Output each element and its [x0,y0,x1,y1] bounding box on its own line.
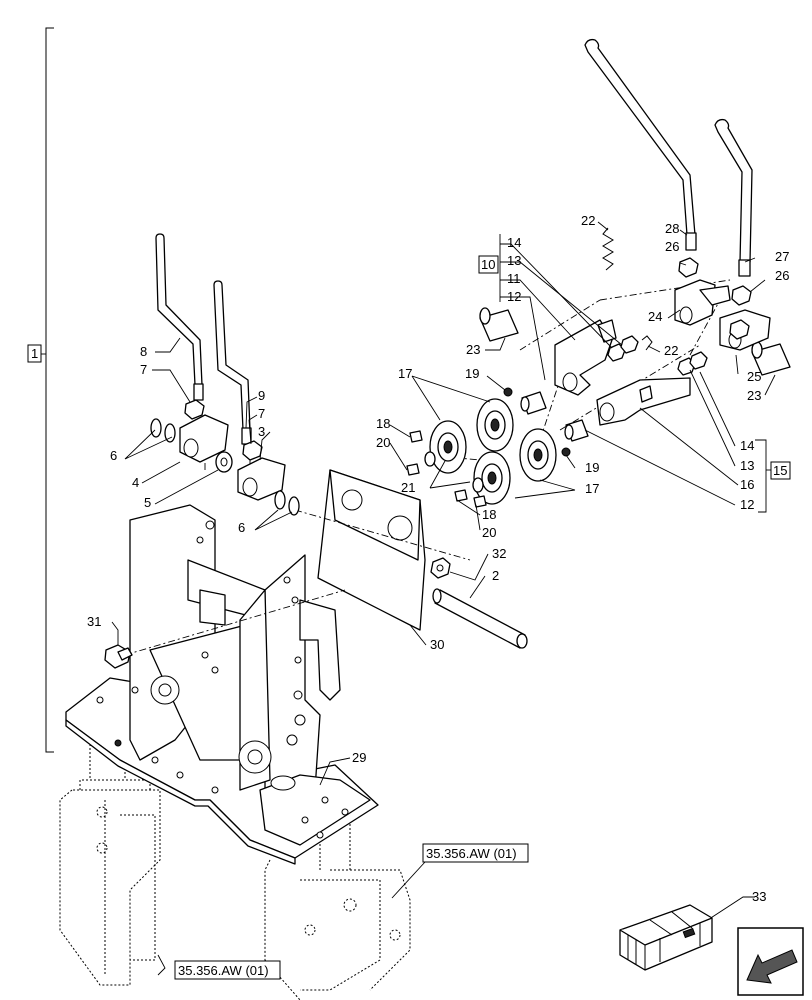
kit-box-icon [619,904,713,971]
callout-1[interactable]: 1 [31,346,38,361]
nut [430,557,451,579]
reference-label-left[interactable]: 35.356.AW (01) [178,963,269,978]
left-lever-9 [213,280,252,445]
callout-7-left[interactable]: 7 [140,362,147,377]
callout-6-right[interactable]: 6 [238,520,245,535]
callout-26-right[interactable]: 26 [775,268,789,283]
right-lever-27 [714,118,753,277]
assembly-bracket-1: 1 [27,27,54,753]
callout-8[interactable]: 8 [140,344,147,359]
callout-2[interactable]: 2 [492,568,499,583]
callout-32[interactable]: 32 [492,546,506,561]
bushings [479,307,791,442]
callout-17-bottom[interactable]: 17 [585,481,599,496]
callout-20-bottom[interactable]: 20 [482,525,496,540]
callout-25[interactable]: 25 [747,369,761,384]
callout-15[interactable]: 15 [773,463,787,478]
callout-26-left[interactable]: 26 [665,239,679,254]
callout-14-top[interactable]: 14 [507,235,521,250]
lower-support-dotted [59,740,411,1000]
callout-23-left[interactable]: 23 [466,342,480,357]
reference-left[interactable]: 35.356.AW (01) [174,960,281,980]
callout-13-bottom[interactable]: 13 [740,458,754,473]
right-lever-28 [584,38,697,251]
pivot-block-4 [179,399,229,463]
callout-6-left[interactable]: 6 [110,448,117,463]
callout-9[interactable]: 9 [258,388,265,403]
callout-29[interactable]: 29 [352,750,366,765]
callout-16[interactable]: 16 [740,477,754,492]
callout-10[interactable]: 10 [481,257,495,272]
callout-22-right[interactable]: 22 [664,343,678,358]
callout-30[interactable]: 30 [430,637,444,652]
callout-28[interactable]: 28 [665,221,679,236]
callout-labels: 8 7 9 7 3 6 4 5 6 17 19 18 20 21 18 20 1… [87,213,789,904]
callout-19-top[interactable]: 19 [465,366,479,381]
left-lever-8 [155,233,204,401]
base-frame [65,504,379,865]
callout-17-top[interactable]: 17 [398,366,412,381]
callout-19-bottom[interactable]: 19 [585,460,599,475]
shaft [432,588,528,649]
small-bolts [406,387,571,508]
callout-21[interactable]: 21 [401,480,415,495]
callout-13-top[interactable]: 13 [507,253,521,268]
callout-3[interactable]: 3 [258,424,265,439]
callout-20-top[interactable]: 20 [376,435,390,450]
callout-23-right[interactable]: 23 [747,388,761,403]
callout-14-bottom[interactable]: 14 [740,438,754,453]
bearing-flanges [429,398,557,505]
pivot-arm-11 [554,319,617,396]
callout-7-right[interactable]: 7 [258,406,265,421]
leader-lines [111,221,776,976]
pivot-block-25 [719,285,771,351]
callout-22-top[interactable]: 22 [581,213,595,228]
small-nuts-13-14 [607,335,708,376]
reference-right[interactable]: 35.356.AW (01) [422,843,529,863]
callout-27[interactable]: 27 [775,249,789,264]
callout-5[interactable]: 5 [144,495,151,510]
callout-33[interactable]: 33 [752,889,766,904]
pivot-arm-16 [596,377,691,426]
pivot-block-24 [674,257,731,326]
bolt [104,644,133,669]
return-arrow-icon[interactable] [737,927,804,996]
callout-12-top[interactable]: 12 [507,289,521,304]
washer-5 [215,451,233,473]
callout-4[interactable]: 4 [132,475,139,490]
callout-18-top[interactable]: 18 [376,416,390,431]
callout-24[interactable]: 24 [648,309,662,324]
callout-18-bottom[interactable]: 18 [482,507,496,522]
callout-11[interactable]: 11 [507,271,521,286]
pivot-block-3 [237,440,286,501]
callout-31[interactable]: 31 [87,614,101,629]
reference-label-right[interactable]: 35.356.AW (01) [426,846,517,861]
callout-12-bottom[interactable]: 12 [740,497,754,512]
washers-6 [150,418,300,516]
